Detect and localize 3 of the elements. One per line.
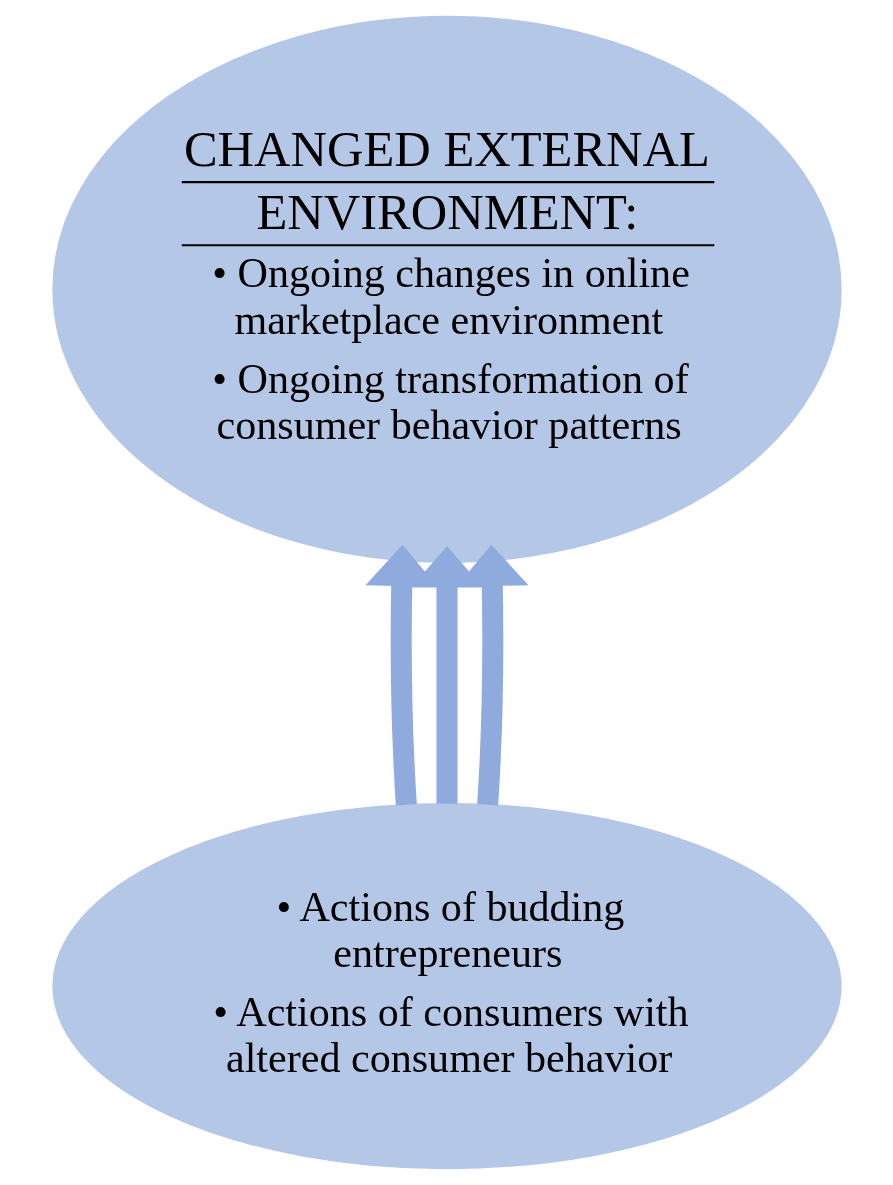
node-ellipse: CHANGED EXTERNAL ENVIRONMENT: • Ongoing changes in online marketplace environment • Ongoing transformation of consumer behavior patterns (51, 15, 842, 564)
arrow (410, 546, 483, 804)
node-ellipse: • Actions of budding entrepreneurs • Actions of consumers with altered consumer behavior (51, 802, 842, 1170)
